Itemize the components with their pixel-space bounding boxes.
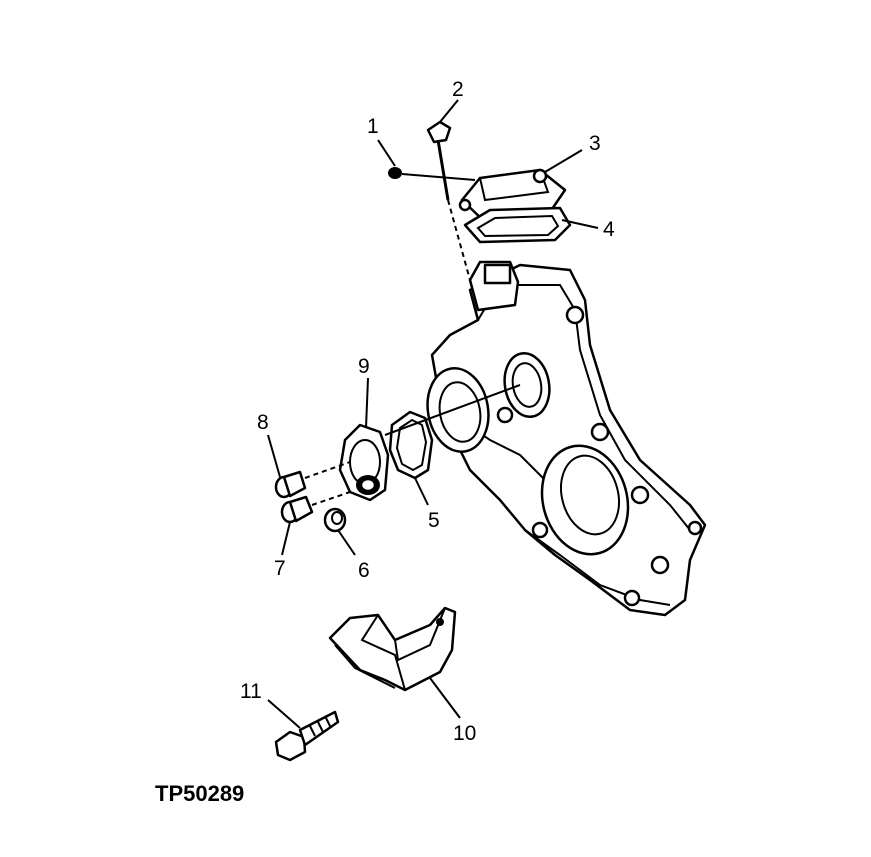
callout-3: 3 (589, 132, 601, 155)
pump-gasket (388, 410, 434, 480)
callout-10: 10 (453, 722, 476, 745)
callout-2: 2 (452, 78, 464, 101)
callout-11: 11 (240, 680, 262, 703)
thermostat-gasket (463, 206, 572, 244)
nut-1 (388, 167, 476, 181)
callout-labels: 1 2 3 4 5 6 7 8 9 10 11 (240, 78, 615, 745)
callout-8: 8 (257, 411, 269, 434)
shield-10 (328, 606, 457, 692)
callout-5: 5 (428, 509, 440, 532)
pump-cover (338, 423, 390, 502)
callout-7: 7 (274, 557, 286, 580)
cap-screw-7 (280, 491, 351, 524)
leader-lines (267, 99, 599, 729)
callout-1: 1 (367, 115, 379, 138)
callout-6: 6 (358, 559, 370, 582)
cap-screw-11 (274, 710, 340, 762)
figure-id: TP50289 (155, 781, 244, 806)
cap-screw-2 (426, 120, 471, 281)
callout-4: 4 (603, 218, 615, 241)
callout-9: 9 (358, 355, 370, 378)
plug-6 (323, 507, 347, 533)
cap-screw-8 (274, 461, 351, 499)
front-cover (426, 260, 707, 617)
